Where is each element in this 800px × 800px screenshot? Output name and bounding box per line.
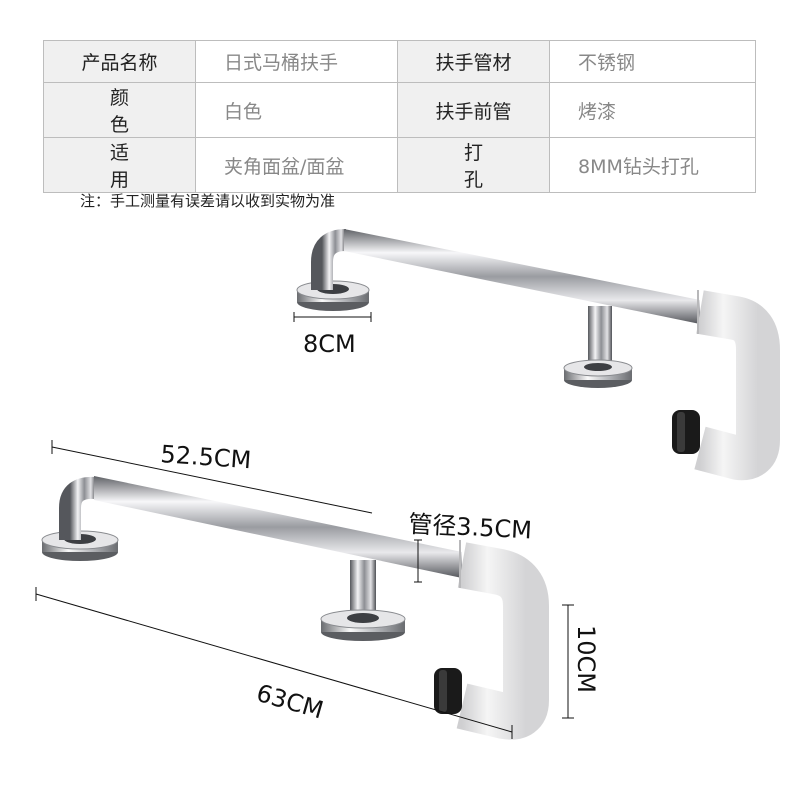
dimension-total-length: 63CM	[35, 587, 513, 739]
main-bar	[94, 476, 462, 578]
dimension-label: 10CM	[572, 625, 600, 693]
coated-bend	[456, 542, 549, 740]
main-bar	[344, 229, 700, 324]
table-row: 颜色 白色 扶手前管 烤漆	[43, 82, 756, 138]
lower-handrail	[41, 476, 549, 740]
table-row: 产品名称 日式马桶扶手 扶手管材 不锈钢	[43, 40, 756, 83]
measurement-note: 注：手工测量有误差请以收到实物为准	[80, 192, 336, 210]
dimension-label: 8CM	[303, 330, 356, 358]
spec-key: 扶手前管	[397, 82, 550, 138]
middle-mount	[320, 560, 406, 641]
spec-value: 8MM钻头打孔	[549, 137, 756, 193]
dimension-label: 管径3.5CM	[408, 510, 533, 544]
left-post	[311, 229, 347, 290]
spec-key: 产品名称	[43, 40, 196, 83]
left-post	[59, 476, 97, 540]
upper-handrail	[296, 229, 780, 481]
dimension-label: 52.5CM	[160, 440, 253, 474]
rubber-tip	[434, 668, 462, 714]
spec-key: 打孔	[397, 137, 550, 193]
spec-table: 产品名称 日式马桶扶手 扶手管材 不锈钢 颜色 白色 扶手前管 烤漆 适用 夹角…	[43, 40, 756, 193]
rubber-tip	[672, 410, 700, 454]
coated-bend	[694, 290, 780, 481]
dimension-tube-diameter: 管径3.5CM	[408, 510, 533, 583]
dimension-inner-length: 52.5CM	[51, 440, 373, 514]
spec-value: 不锈钢	[549, 40, 756, 83]
spec-key: 适用	[43, 137, 196, 193]
dimension-base-diameter: 8CM	[293, 312, 372, 358]
spec-value: 烤漆	[549, 82, 756, 138]
spec-value: 夹角面盆/面盆	[195, 137, 398, 193]
left-mount-base	[41, 530, 119, 561]
dimension-drop-height: 10CM	[562, 604, 600, 719]
dimension-label: 63CM	[253, 679, 326, 725]
middle-mount	[563, 306, 633, 388]
table-row: 适用 夹角面盆/面盆 打孔 8MM钻头打孔	[43, 137, 756, 193]
spec-key: 颜色	[43, 82, 196, 138]
